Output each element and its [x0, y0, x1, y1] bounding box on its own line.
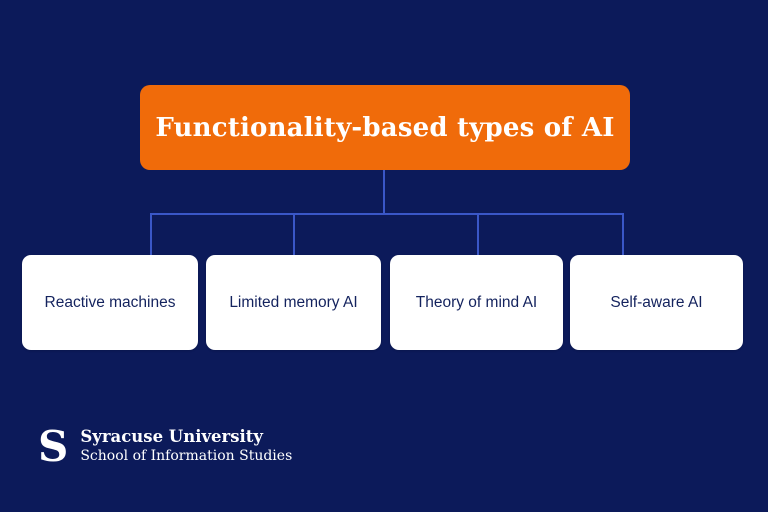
diagram-title: Functionality-based types of AI — [155, 112, 615, 143]
connector-crossbar — [150, 213, 624, 215]
node-theory-of-mind-ai: Theory of mind AI — [390, 255, 563, 350]
node-reactive-machines: Reactive machines — [22, 255, 198, 350]
connector-drop-4 — [622, 213, 624, 255]
org-name: Syracuse University — [80, 426, 264, 446]
root-node-functionality-types: Functionality-based types of AI — [140, 85, 630, 170]
node-limited-memory-ai: Limited memory AI — [206, 255, 381, 350]
node-label: Limited memory AI — [229, 293, 358, 311]
node-label: Theory of mind AI — [415, 293, 538, 311]
node-self-aware-ai: Self-aware AI — [570, 255, 743, 350]
syracuse-s-icon: S — [38, 422, 69, 471]
connector-stem — [383, 170, 385, 214]
syracuse-logo-text: Syracuse University School of Informatio… — [80, 427, 292, 466]
syracuse-logo: S Syracuse University School of Informat… — [38, 424, 292, 468]
connector-drop-2 — [293, 213, 295, 255]
connector-drop-1 — [150, 213, 152, 255]
node-label: Reactive machines — [44, 293, 176, 311]
org-unit: School of Information Studies — [80, 448, 293, 465]
connector-drop-3 — [477, 213, 479, 255]
node-label: Self-aware AI — [610, 293, 703, 311]
